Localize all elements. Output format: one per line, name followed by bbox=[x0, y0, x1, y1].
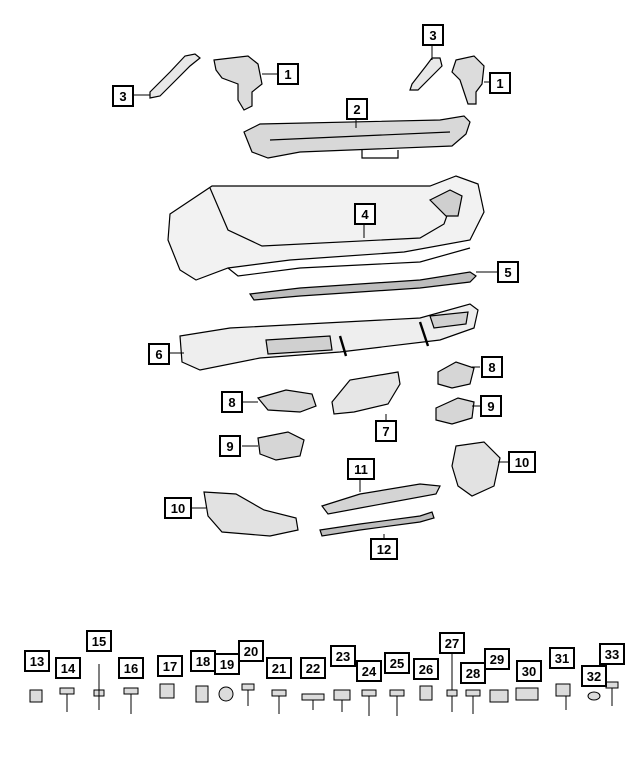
callout-27: 27 bbox=[439, 632, 465, 654]
part-1-left-bracket bbox=[213, 55, 263, 111]
callout-9-left: 9 bbox=[219, 435, 241, 457]
callout-26: 26 bbox=[413, 658, 439, 680]
callout-12: 12 bbox=[370, 538, 398, 560]
part-12-strip bbox=[319, 511, 435, 537]
callout-10-left: 10 bbox=[164, 497, 192, 519]
callout-8-left: 8 bbox=[221, 391, 243, 413]
callout-11: 11 bbox=[347, 458, 375, 480]
callout-9-right: 9 bbox=[480, 395, 502, 417]
callout-3-right: 3 bbox=[422, 24, 444, 46]
callout-17: 17 bbox=[157, 655, 183, 677]
fastener-14-head bbox=[59, 687, 75, 695]
callout-14: 14 bbox=[55, 657, 81, 679]
part-4-fascia bbox=[167, 175, 485, 281]
callout-10-right: 10 bbox=[508, 451, 536, 473]
callout-15: 15 bbox=[86, 630, 112, 652]
callout-18: 18 bbox=[190, 650, 216, 672]
part-3-right-strip bbox=[409, 57, 443, 91]
part-8-left-lamp bbox=[256, 389, 317, 413]
callout-29: 29 bbox=[484, 648, 510, 670]
callout-22: 22 bbox=[300, 657, 326, 679]
callout-25: 25 bbox=[384, 652, 410, 674]
callout-5: 5 bbox=[497, 261, 519, 283]
callout-33: 33 bbox=[599, 643, 625, 665]
part-1-right-bracket bbox=[451, 55, 485, 105]
callout-1-right: 1 bbox=[489, 72, 511, 94]
part-3-left-strip bbox=[149, 53, 201, 99]
callout-19: 19 bbox=[214, 653, 240, 675]
callout-13: 13 bbox=[24, 650, 50, 672]
part-7-trim bbox=[331, 371, 401, 415]
part-9-left-bracket bbox=[257, 431, 305, 461]
callout-32: 32 bbox=[581, 665, 607, 687]
callout-8-right: 8 bbox=[481, 356, 503, 378]
part-10-right-guard bbox=[451, 441, 501, 497]
callout-2: 2 bbox=[346, 98, 368, 120]
part-8-right-lamp bbox=[437, 361, 475, 389]
part-5-strip bbox=[248, 271, 477, 301]
callout-31: 31 bbox=[549, 647, 575, 669]
callout-7: 7 bbox=[375, 420, 397, 442]
callout-3-left: 3 bbox=[112, 85, 134, 107]
fastener-13 bbox=[29, 689, 43, 703]
callout-16: 16 bbox=[118, 657, 144, 679]
callout-30: 30 bbox=[516, 660, 542, 682]
callout-21: 21 bbox=[266, 657, 292, 679]
callout-4: 4 bbox=[354, 203, 376, 225]
callout-1-left: 1 bbox=[277, 63, 299, 85]
part-11-absorber bbox=[321, 483, 441, 515]
callout-28: 28 bbox=[460, 662, 486, 684]
callout-6: 6 bbox=[148, 343, 170, 365]
callout-20: 20 bbox=[238, 640, 264, 662]
callout-24: 24 bbox=[356, 660, 382, 682]
callout-23: 23 bbox=[330, 645, 356, 667]
part-10-left-guard bbox=[203, 491, 299, 537]
part-9-right-bracket bbox=[435, 397, 475, 425]
part-2-beam bbox=[243, 115, 471, 159]
